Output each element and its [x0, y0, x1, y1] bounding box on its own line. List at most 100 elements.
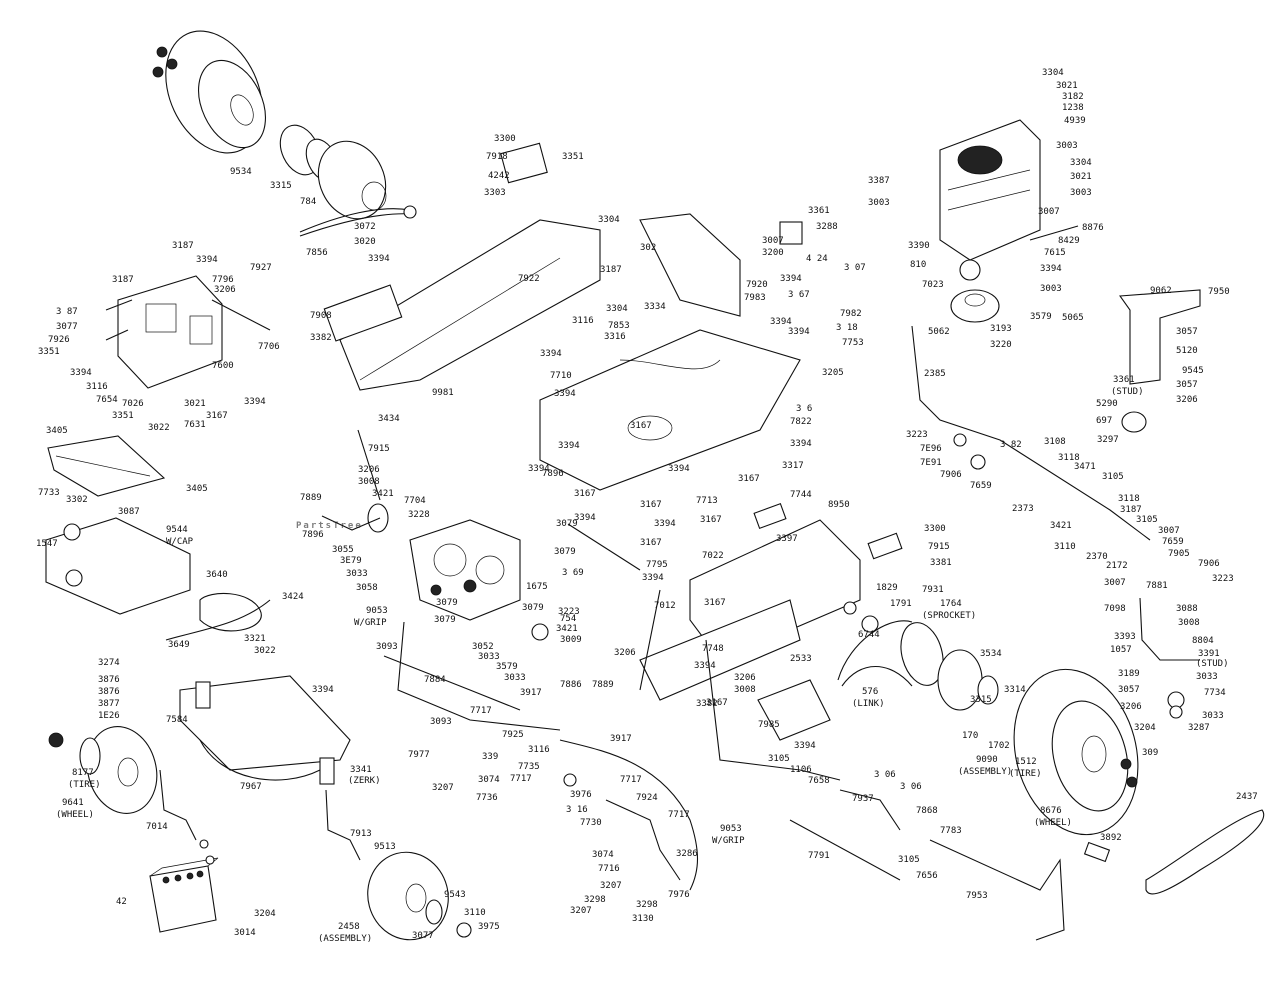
part-number-label: 3007 [1038, 207, 1060, 217]
engine [939, 119, 1079, 323]
part-number-label: 3394 [528, 464, 550, 474]
part-number-label: 7E96 [920, 444, 942, 454]
part-number-label: 3204 [1134, 723, 1156, 733]
part-number-label: 3314 [1004, 685, 1026, 695]
part-number-label: 3058 [356, 583, 378, 593]
part-number-label: 3021 [1070, 172, 1092, 182]
part-number-label: 3892 [1100, 833, 1122, 843]
part-number-label: 3405 [46, 426, 68, 436]
part-number-label: 1791 [890, 599, 912, 609]
part-number-label: 3394 [540, 349, 562, 359]
part-number-label: 3206 [358, 465, 380, 475]
part-number-label: 3297 [1097, 435, 1119, 445]
part-number-label: 3033 [1196, 672, 1218, 682]
part-number-label: 3079 [556, 519, 578, 529]
part-number-label: 3877 [98, 699, 120, 709]
part-number-label: 3 06 [874, 770, 896, 780]
part-number-label: 3206 [614, 648, 636, 658]
part-number-label: 3167 [706, 698, 728, 708]
part-number-label: 7735 [518, 762, 540, 772]
part-number-label: 7976 [668, 890, 690, 900]
part-number-label: 3394 [70, 368, 92, 378]
part-number-label: 3393 [1114, 632, 1136, 642]
part-number-label: 7896 [542, 469, 564, 479]
part-number-label: 2373 [1012, 504, 1034, 514]
part-number-label: 2172 [1106, 561, 1128, 571]
part-number-label: 3394 [654, 519, 676, 529]
part-number-label: 1057 [1110, 645, 1132, 655]
part-number-label: 1675 [526, 582, 548, 592]
part-number-label: 3116 [528, 745, 550, 755]
part-number-label: 7658 [808, 776, 830, 786]
part-number-label: 1238 [1062, 103, 1084, 113]
part-number-label: 3008 [358, 477, 380, 487]
part-number-label: 1829 [876, 583, 898, 593]
part-number-label: 7631 [184, 420, 206, 430]
part-number-label: 3 16 [566, 805, 588, 815]
part-number-label: 7822 [790, 417, 812, 427]
part-number-label: 7889 [300, 493, 322, 503]
part-number-label: 3193 [990, 324, 1012, 334]
part-number-label: 3287 [1188, 723, 1210, 733]
part-number-label: 3351 [38, 347, 60, 357]
part-number-label: 3315 [270, 181, 292, 191]
part-number-label: (STUD) [1196, 659, 1229, 669]
part-number-label: 3 07 [844, 263, 866, 273]
part-number-label: 7795 [646, 560, 668, 570]
part-number-label: 42 [116, 897, 127, 907]
part-number-label: 1106 [790, 765, 812, 775]
part-number-label: 3110 [464, 908, 486, 918]
part-number-label: 3033 [504, 673, 526, 683]
part-number-label: 8804 [1192, 636, 1214, 646]
part-number-label: 3917 [520, 688, 542, 698]
part-number-label: 3361 [808, 206, 830, 216]
partstree-watermark: PartsTree [296, 521, 363, 531]
part-number-label: 7856 [306, 248, 328, 258]
part-number-label: 3206 [734, 673, 756, 683]
part-number-label: 3351 [112, 411, 134, 421]
part-number-label: 3205 [822, 368, 844, 378]
part-number-label: 3361 [1113, 375, 1135, 385]
part-number-label: 3204 [254, 909, 276, 919]
part-number-label: 3228 [408, 510, 430, 520]
part-number-label: (STUD) [1111, 387, 1144, 397]
part-number-label: 3189 [1118, 669, 1140, 679]
part-number-label: 3394 [668, 464, 690, 474]
part-number-label: 3007 [1158, 526, 1180, 536]
part-number-label: 3 18 [836, 323, 858, 333]
part-number-label: 5120 [1176, 346, 1198, 356]
part-number-label: 170 [962, 731, 978, 741]
part-number-label: 3008 [734, 685, 756, 695]
part-number-label: 3187 [600, 265, 622, 275]
part-number-label: 7982 [840, 309, 862, 319]
part-number-label: 9641 [62, 798, 84, 808]
part-number-label: 3118 [1118, 494, 1140, 504]
part-number-label: 3394 [1040, 264, 1062, 274]
part-number-label: (WHEEL) [1034, 818, 1072, 828]
part-number-label: 3087 [118, 507, 140, 517]
part-number-label: 7710 [550, 371, 572, 381]
part-number-label: 7953 [966, 891, 988, 901]
part-number-label: (TIRE) [68, 780, 101, 790]
drive-belt [1145, 809, 1265, 895]
part-number-label: 7896 [302, 530, 324, 540]
part-number-label: 2533 [790, 654, 812, 664]
part-number-label: 3 06 [900, 782, 922, 792]
part-number-label: 3286 [676, 849, 698, 859]
part-number-label: 3207 [570, 906, 592, 916]
part-number-label: 5062 [928, 327, 950, 337]
part-number-label: 7950 [1208, 287, 1230, 297]
part-number-label: 7922 [518, 274, 540, 284]
part-number-label: 2437 [1236, 792, 1258, 802]
part-number-label: 3 87 [56, 307, 78, 317]
part-number-label: 3079 [554, 547, 576, 557]
part-number-label: 7967 [240, 782, 262, 792]
part-number-label: 7022 [702, 551, 724, 561]
part-number-label: 7931 [922, 585, 944, 595]
part-number-label: 3382 [696, 699, 718, 709]
part-number-label: 3079 [522, 603, 544, 613]
part-number-label: 3108 [1044, 437, 1066, 447]
part-number-label: 7014 [146, 822, 168, 832]
part-number-label: 3640 [206, 570, 228, 580]
part-number-label: 3382 [310, 333, 332, 343]
